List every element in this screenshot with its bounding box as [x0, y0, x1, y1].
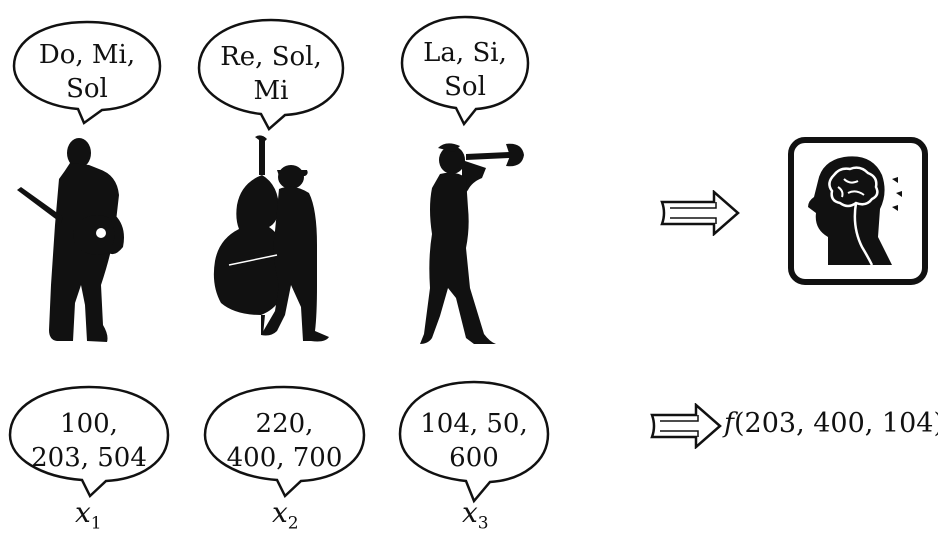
- variable-subscript: 2: [287, 513, 299, 534]
- brain-head-icon: [788, 137, 928, 285]
- notes-bubble-1: Do, Mi, Sol: [12, 20, 162, 125]
- variable-label-x2: x2: [272, 496, 299, 534]
- guitarist-silhouette-icon: [17, 138, 124, 342]
- trumpet-player-silhouette-icon: [420, 143, 524, 344]
- notes-bubble-3: La, Si, Sol: [400, 15, 530, 127]
- notes-text: La, Si, Sol: [423, 38, 507, 102]
- values-bubble-3: 104, 50, 600: [398, 380, 550, 504]
- function-args: (203, 400, 104): [734, 408, 938, 439]
- speech-bubble-icon: [400, 15, 530, 127]
- variable-symbol: x: [462, 496, 478, 529]
- speech-bubble-icon: [197, 18, 345, 131]
- speech-bubble-icon: [398, 380, 550, 504]
- function-name: f: [724, 408, 734, 439]
- values-bubble-1: 100, 203, 504: [8, 385, 170, 499]
- values-text: 104, 50, 600: [420, 409, 528, 473]
- variable-label-x1: x1: [75, 496, 102, 534]
- variable-subscript: 1: [90, 513, 102, 534]
- speech-bubble-icon: [203, 385, 366, 499]
- notes-text: Re, Sol, Mi: [220, 42, 322, 106]
- double-arrow-icon: [650, 403, 722, 449]
- values-bubble-2: 220, 400, 700: [203, 385, 366, 499]
- function-expression: f(203, 400, 104): [724, 408, 938, 439]
- speech-bubble-icon: [8, 385, 170, 499]
- double-bass-player-silhouette-icon: [213, 135, 329, 342]
- notes-bubble-2: Re, Sol, Mi: [197, 18, 345, 131]
- double-arrow-icon: [660, 190, 740, 236]
- variable-subscript: 3: [477, 513, 489, 534]
- variable-symbol: x: [272, 496, 288, 529]
- variable-symbol: x: [75, 496, 91, 529]
- values-text: 220, 400, 700: [226, 409, 343, 473]
- notes-text: Do, Mi, Sol: [38, 40, 136, 104]
- variable-label-x3: x3: [462, 496, 489, 534]
- speech-bubble-icon: [12, 20, 162, 125]
- values-text: 100, 203, 504: [31, 409, 147, 473]
